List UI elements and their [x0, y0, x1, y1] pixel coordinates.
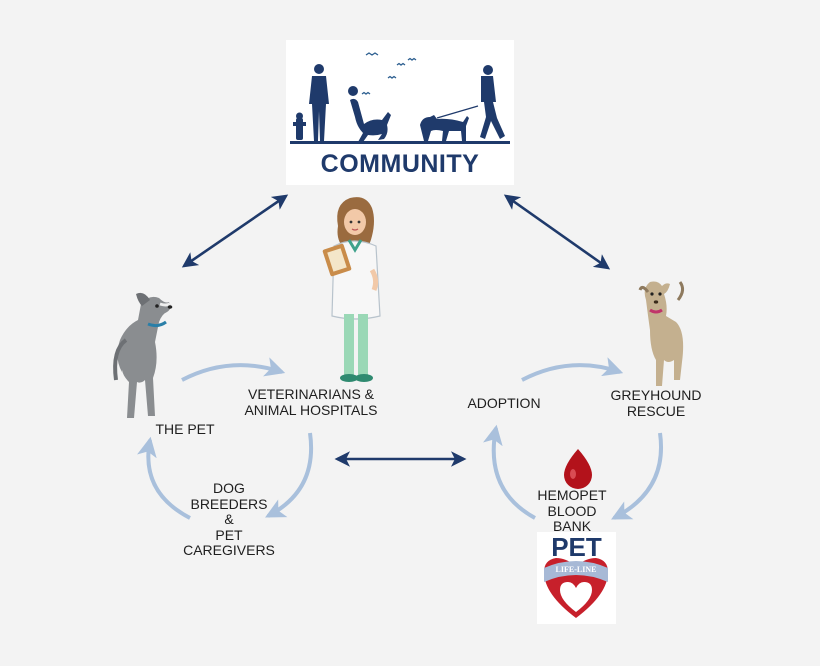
community-to-pet-arrow — [181, 194, 289, 268]
community-banner — [286, 40, 514, 185]
vets-to-breeders-arrow — [265, 432, 313, 518]
node-greyhound-rescue-line: GREYHOUND — [610, 387, 702, 403]
node-breeders-line: DOG — [213, 480, 245, 496]
bloodbank-to-adoption-arrow — [483, 424, 536, 520]
node-vets-line: ANIMAL HOSPITALS — [244, 402, 378, 418]
community-title: COMMUNITY — [320, 150, 480, 178]
logo-band-text: LIFE-LINE — [555, 565, 597, 574]
node-hemopet-line: BANK — [552, 518, 592, 534]
leash-line — [436, 105, 479, 119]
breeders-to-pet-arrow — [137, 436, 191, 520]
ball-icon — [348, 86, 358, 96]
node-breeders-line: & — [224, 511, 234, 527]
node-vets: VETERINARIANS & ANIMAL HOSPITALS — [236, 386, 386, 418]
jumping-dog-icon — [350, 98, 391, 142]
node-the-pet: THE PET — [130, 421, 240, 437]
walking-person-icon — [480, 65, 505, 139]
adoption-to-rescue-arrow — [521, 357, 624, 382]
birds-icon — [361, 52, 417, 95]
rescue-to-bloodbank-arrow — [611, 432, 663, 520]
node-greyhound-rescue: GREYHOUND RESCUE — [596, 387, 716, 419]
veterinarian-icon — [322, 197, 381, 382]
node-hemopet-line: HEMOPET — [537, 487, 607, 503]
node-the-pet-line: THE PET — [155, 421, 215, 437]
node-adoption-line: ADOPTION — [467, 395, 541, 411]
logo-top-text: PET — [551, 532, 602, 562]
node-breeders: DOG BREEDERS & PET CAREGIVERS — [169, 480, 289, 559]
standing-person-icon — [309, 64, 329, 141]
node-breeders-line: PET — [215, 526, 243, 543]
node-hemopet: HEMOPET BLOOD BANK — [520, 487, 624, 535]
node-vets-line: VETERINARIANS & — [247, 386, 375, 402]
node-breeders-line: BREEDERS — [190, 495, 268, 512]
fire-hydrant-icon — [293, 112, 306, 140]
pet-life-line-logo — [537, 532, 616, 624]
node-hemopet-line: BLOOD — [547, 502, 597, 519]
community-to-rescue-arrow — [503, 194, 611, 270]
blood-drop-icon — [564, 449, 592, 489]
walking-dog-icon — [420, 115, 469, 141]
tan-dog-icon — [638, 281, 685, 386]
node-adoption: ADOPTION — [448, 395, 560, 411]
pet-to-vets-arrow — [181, 357, 286, 382]
community-ground-line — [290, 141, 510, 144]
logo-band — [544, 561, 608, 582]
grey-dog-icon — [113, 292, 173, 418]
node-breeders-line: CAREGIVERS — [183, 542, 275, 558]
node-greyhound-rescue-line: RESCUE — [626, 403, 686, 419]
